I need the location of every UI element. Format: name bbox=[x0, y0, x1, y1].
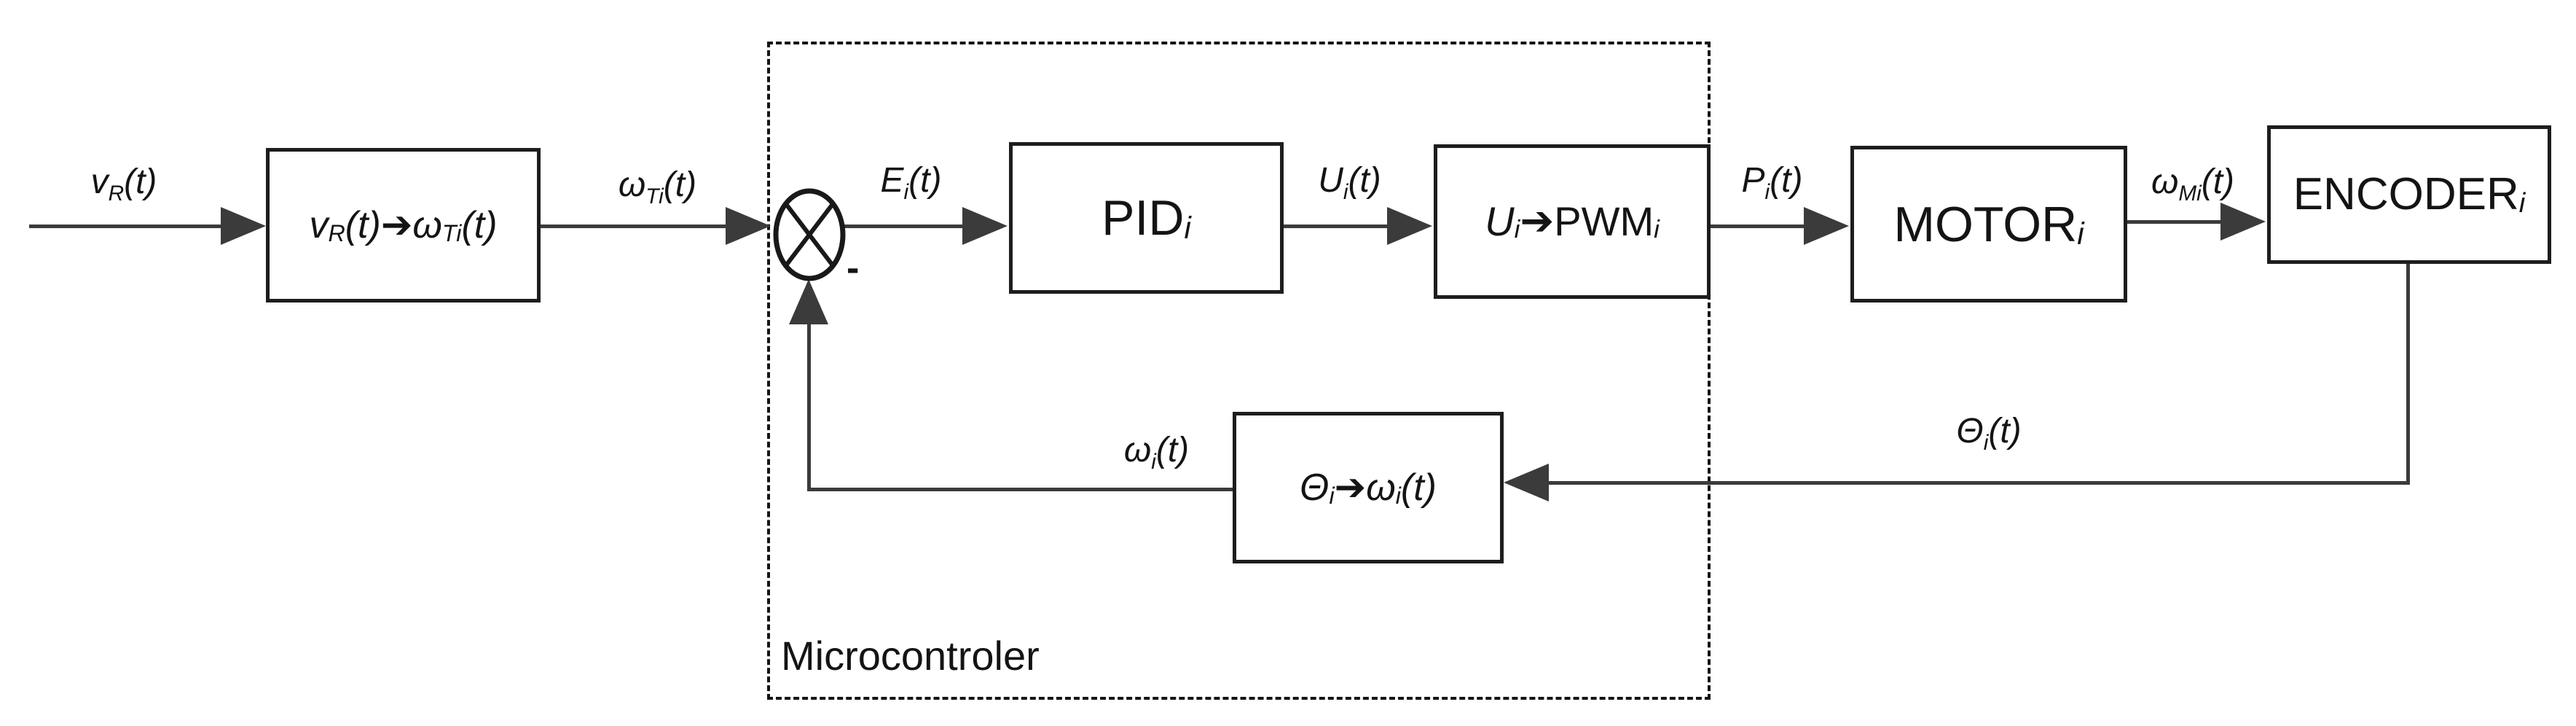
label-wi: ωi(t) bbox=[1123, 431, 1190, 474]
error-arrowhead bbox=[962, 207, 1008, 245]
feedback-up-line bbox=[807, 323, 811, 491]
label-wti: ωTi(t) bbox=[618, 165, 697, 208]
motor-speed-arrowhead bbox=[2220, 203, 2266, 241]
feedback-arrowhead bbox=[1504, 464, 1549, 501]
label-theta: Θi(t) bbox=[1956, 412, 2022, 455]
error-line bbox=[844, 225, 962, 228]
feedback-up-arrowhead bbox=[789, 279, 828, 324]
feedback-left-line bbox=[809, 488, 1233, 491]
label-pi: Pi(t) bbox=[1741, 161, 1803, 204]
control-signal-arrowhead bbox=[1387, 207, 1432, 245]
feedback-line bbox=[1549, 481, 2410, 485]
target-speed-arrowhead bbox=[726, 207, 771, 245]
motor-speed-line bbox=[2127, 220, 2220, 224]
label-vr: vR(t) bbox=[90, 163, 157, 206]
microcontroller-boundary bbox=[767, 42, 1711, 700]
label-ei: Ei(t) bbox=[880, 161, 942, 204]
microcontroller-label: Microcontroler bbox=[781, 633, 1040, 679]
input-line bbox=[29, 225, 221, 228]
pwm-line bbox=[1711, 225, 1804, 228]
label-wmi: ωMi(t) bbox=[2151, 163, 2235, 206]
summing-junction-icon bbox=[773, 188, 846, 281]
label-ui: Ui(t) bbox=[1318, 161, 1381, 204]
minus-sign: - bbox=[847, 247, 860, 289]
pwm-arrowhead bbox=[1804, 207, 1849, 245]
target-speed-line bbox=[541, 225, 726, 228]
control-signal-line bbox=[1284, 225, 1387, 228]
encoder-down-line bbox=[2406, 264, 2410, 485]
input-arrowhead bbox=[221, 207, 266, 245]
